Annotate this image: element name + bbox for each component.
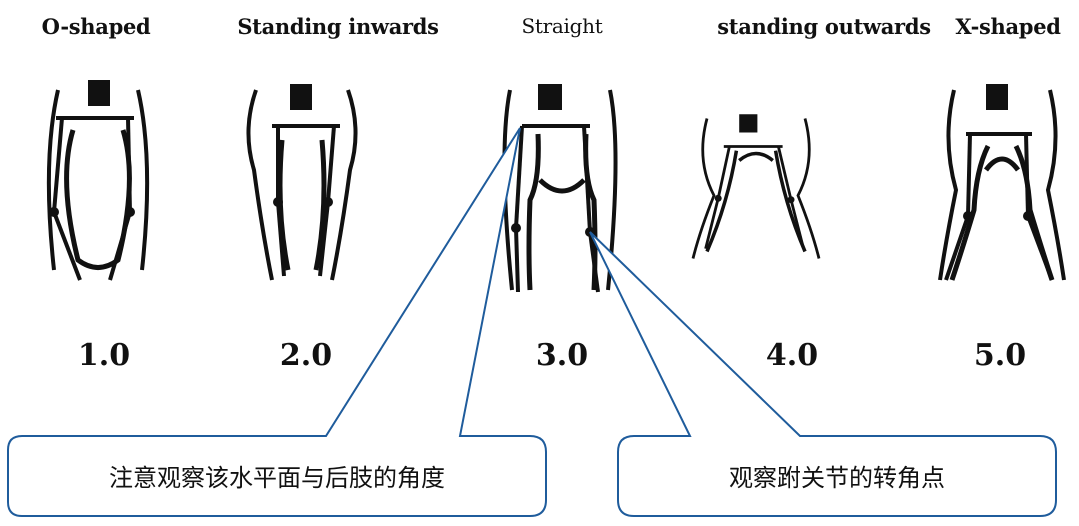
o-shaped-legs-figure xyxy=(46,80,150,281)
score-2: 2.0 xyxy=(279,338,333,373)
right-callout-bubble xyxy=(589,231,1057,517)
score-3: 3.0 xyxy=(535,338,589,373)
straight-legs-figure xyxy=(502,84,618,293)
score-1: 1.0 xyxy=(77,338,131,373)
category-title-o-shaped: O-shaped xyxy=(41,14,151,39)
standing-inwards-legs-figure xyxy=(246,84,358,281)
right-callout-text: 观察跗关节的转角点 xyxy=(729,464,945,492)
left-callout-text: 注意观察该水平面与后肢的角度 xyxy=(109,464,445,492)
standing-outwards-legs-figure xyxy=(691,114,821,259)
category-title-straight: Straight xyxy=(521,14,603,38)
category-title-x-shaped: X-shaped xyxy=(955,14,1061,39)
score-5: 5.0 xyxy=(973,338,1027,373)
x-shaped-legs-figure xyxy=(938,84,1066,281)
left-callout-bubble xyxy=(7,127,547,517)
category-title-standing-outwards: standing outwards xyxy=(717,14,931,39)
category-title-standing-inwards: Standing inwards xyxy=(237,14,439,39)
score-4: 4.0 xyxy=(765,338,819,373)
